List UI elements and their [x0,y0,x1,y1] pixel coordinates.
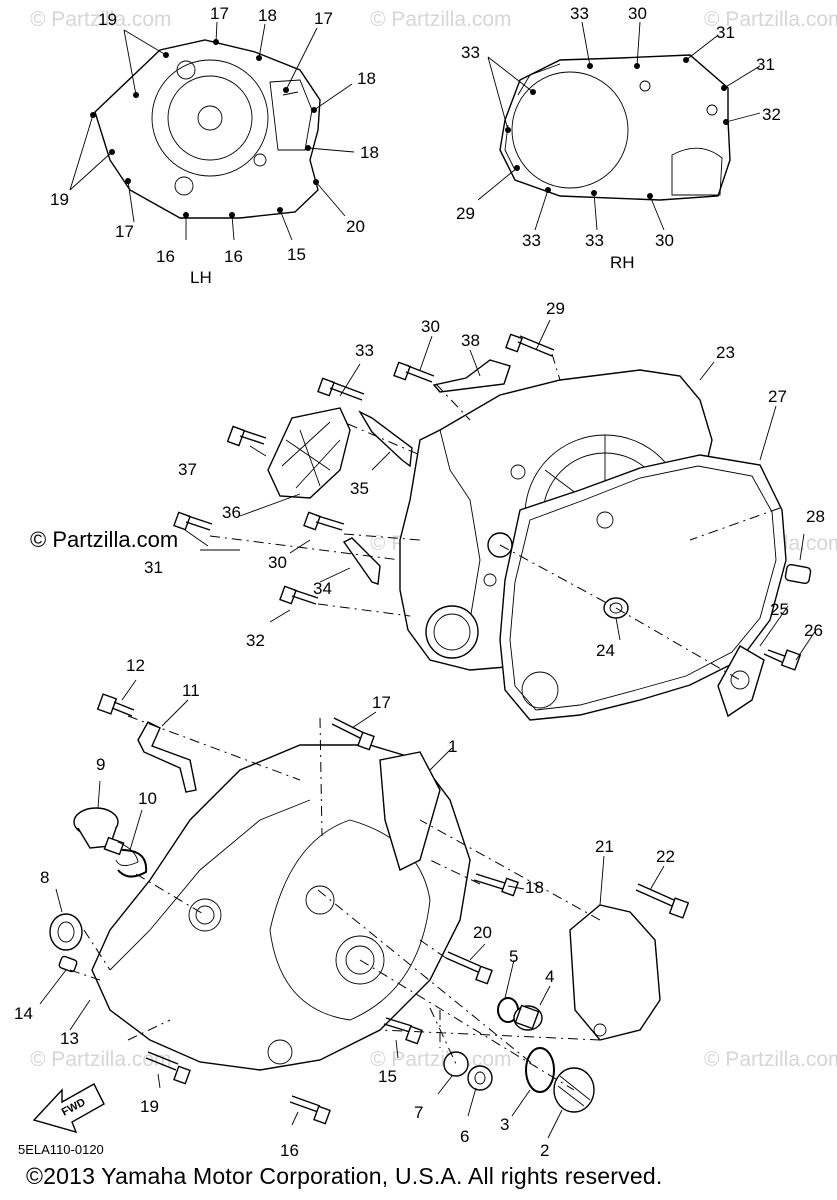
callout-27: 27 [768,387,787,406]
callout-16: 16 [156,247,175,266]
callout-17: 17 [314,9,333,28]
watermark: © Partzilla.com [704,1048,837,1071]
callout-12: 12 [126,656,145,675]
callout-17: 17 [372,693,391,712]
callout-17: 17 [210,4,229,23]
callout-32: 32 [246,631,265,650]
callout-33: 33 [461,43,480,62]
callout-33: 33 [585,231,604,250]
callout-18: 18 [357,69,376,88]
watermark: © Partzilla.com [704,8,837,31]
callout-18: 18 [258,6,277,25]
callout-30: 30 [268,553,287,572]
callout-31: 31 [716,23,735,42]
watermark: © Partzilla.com [30,1048,172,1071]
callout-24: 24 [596,641,615,660]
callout-20: 20 [346,217,365,236]
callout-18: 18 [525,878,544,897]
callout-5: 5 [509,947,518,966]
lh-label: LH [190,268,212,287]
callout-31: 31 [756,55,775,74]
callout-1: 1 [448,737,457,756]
callout-20: 20 [473,923,492,942]
callout-9: 9 [96,755,105,774]
callout-19: 19 [98,10,117,29]
callout-16: 16 [280,1141,299,1160]
lh-cover-assembly: FWD [32,679,690,1139]
callout-35: 35 [350,479,369,498]
callout-14: 14 [14,1004,33,1023]
rh-label: RH [610,253,635,272]
callout-4: 4 [545,967,554,986]
callout-7: 7 [414,1103,423,1122]
callout-38: 38 [461,331,480,350]
callout-17: 17 [115,222,134,241]
rh-cover-inset [477,21,761,231]
callout-21: 21 [595,837,614,856]
callout-15: 15 [378,1067,397,1086]
lh-callouts: 19 17 18 17 18 18 20 15 16 16 17 19 LH [50,4,379,287]
watermark: © Partzilla.com [30,8,172,31]
callout-15: 15 [287,245,306,264]
callout-10: 10 [138,789,157,808]
callout-3: 3 [500,1115,509,1134]
rh-cover-assembly [173,319,817,721]
callout-31: 31 [144,558,163,577]
callout-36: 36 [222,503,241,522]
callout-30: 30 [421,317,440,336]
callout-13: 13 [60,1029,79,1048]
callout-28: 28 [806,507,825,526]
bottom-callouts: 12 11 17 1 9 10 21 22 8 18 20 5 4 14 13 … [14,656,675,1160]
callout-11: 11 [182,681,200,700]
callout-19: 19 [50,190,69,209]
copyright-notice: ©2013 Yamaha Motor Corporation, U.S.A. A… [26,1163,663,1189]
callout-16: 16 [224,247,243,266]
callout-33: 33 [522,231,541,250]
callout-22: 22 [656,847,675,866]
callout-25: 25 [770,600,789,619]
watermark: © Partzilla.com [370,8,512,31]
rh-callouts: 33 30 31 33 31 32 29 33 33 30 RH [456,4,781,272]
partzilla-credit: © Partzilla.com [30,527,179,552]
diagram-code: 5ELA110-0120 [18,1142,104,1157]
watermark: © Partzilla.com [370,1048,512,1071]
callout-34: 34 [313,579,332,598]
callout-33: 33 [355,341,374,360]
callout-26: 26 [804,621,823,640]
callout-29: 29 [456,204,475,223]
callout-19: 19 [140,1097,159,1116]
callout-37: 37 [178,460,197,479]
lh-cover-inset [69,21,355,241]
middle-callouts: 33 30 38 29 23 27 37 35 36 28 30 31 34 2… [144,299,825,660]
callout-18: 18 [360,143,379,162]
callout-30: 30 [628,4,647,23]
callout-32: 32 [762,105,781,124]
callout-2: 2 [540,1141,549,1160]
callout-23: 23 [716,343,735,362]
callout-33: 33 [570,4,589,23]
callout-6: 6 [460,1127,469,1146]
callout-30: 30 [655,231,674,250]
callout-8: 8 [40,868,49,887]
callout-29: 29 [546,299,565,318]
